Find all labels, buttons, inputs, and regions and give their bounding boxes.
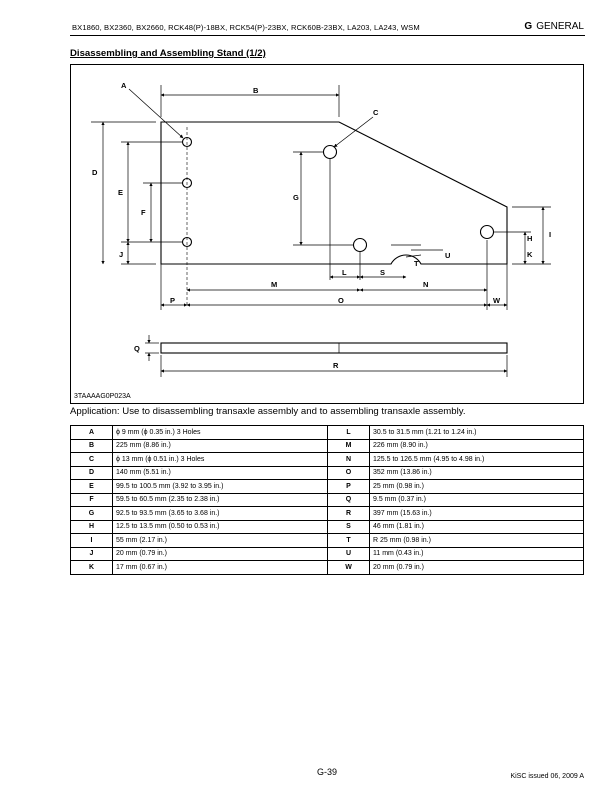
label-q: Q bbox=[134, 344, 140, 353]
spec-value: 55 mm (2.17 in.) bbox=[112, 533, 328, 548]
section-letter: G bbox=[524, 21, 533, 32]
stand-drawing: A B C D E F G H I J K L S T U M N P O W … bbox=[70, 64, 584, 404]
spec-value: 92.5 to 93.5 mm (3.65 to 3.68 in.) bbox=[112, 506, 328, 521]
large-hole bbox=[322, 144, 338, 160]
spec-value: 59.5 to 60.5 mm (2.35 to 2.38 in.) bbox=[112, 492, 328, 507]
large-hole bbox=[479, 224, 495, 240]
label-i: I bbox=[549, 230, 551, 239]
stand-drawing-svg: A B C D E F G H I J K L S T U M N P O W … bbox=[91, 81, 551, 377]
spec-value: 397 mm (15.63 in.) bbox=[369, 506, 584, 521]
spec-value: 25 mm (0.98 in.) bbox=[369, 479, 584, 494]
spec-value: 11 mm (0.43 in.) bbox=[369, 546, 584, 561]
spec-value: ϕ 9 mm (ϕ 0.35 in.) 3 Holes bbox=[112, 425, 328, 440]
spec-key: N bbox=[327, 452, 370, 467]
section-name: GENERAL bbox=[536, 21, 584, 32]
spec-key: W bbox=[327, 560, 370, 575]
plate-outline bbox=[160, 121, 508, 265]
label-j: J bbox=[119, 250, 123, 259]
spec-value: 226 mm (8.90 in.) bbox=[369, 438, 584, 453]
spec-key: K bbox=[70, 560, 113, 575]
figure-code: 3TAAAAG0P023A bbox=[74, 393, 131, 400]
header-model-list: BX1860, BX2360, BX2660, RCK48(P)-18BX, R… bbox=[72, 23, 420, 32]
spec-value: 99.5 to 100.5 mm (3.92 to 3.95 in.) bbox=[112, 479, 328, 494]
spec-value: 140 mm (5.51 in.) bbox=[112, 465, 328, 480]
spec-value: 20 mm (0.79 in.) bbox=[369, 560, 584, 575]
label-g: G bbox=[293, 193, 299, 202]
spec-key: C bbox=[70, 452, 113, 467]
spec-value: 46 mm (1.81 in.) bbox=[369, 519, 584, 534]
spec-value: 9.5 mm (0.37 in.) bbox=[369, 492, 584, 507]
spec-key: B bbox=[70, 438, 113, 453]
spec-key: O bbox=[327, 465, 370, 480]
spec-key: D bbox=[70, 465, 113, 480]
spec-value: ϕ 13 mm (ϕ 0.51 in.) 3 Holes bbox=[112, 452, 328, 467]
spec-key: U bbox=[327, 546, 370, 561]
spec-value: 30.5 to 31.5 mm (1.21 to 1.24 in.) bbox=[369, 425, 584, 440]
spec-key: T bbox=[327, 533, 370, 548]
spec-value: R 25 mm (0.98 in.) bbox=[369, 533, 584, 548]
spec-key: A bbox=[70, 425, 113, 440]
spec-key: F bbox=[70, 492, 113, 507]
spec-key: P bbox=[327, 479, 370, 494]
spec-key: J bbox=[70, 546, 113, 561]
large-hole bbox=[352, 237, 368, 253]
spec-key: M bbox=[327, 438, 370, 453]
application-text: Application: Use to disassembling transa… bbox=[70, 406, 466, 417]
spec-key: E bbox=[70, 479, 113, 494]
spec-key: I bbox=[70, 533, 113, 548]
side-view bbox=[160, 342, 508, 354]
spec-key: Q bbox=[327, 492, 370, 507]
header-rule bbox=[70, 35, 585, 36]
spec-value: 12.5 to 13.5 mm (0.50 to 0.53 in.) bbox=[112, 519, 328, 534]
label-k: K bbox=[527, 250, 533, 259]
label-t: T bbox=[414, 259, 419, 268]
spec-key: S bbox=[327, 519, 370, 534]
issue-note: KiSC issued 06, 2009 A bbox=[510, 773, 584, 780]
spec-value: 125.5 to 126.5 mm (4.95 to 4.98 in.) bbox=[369, 452, 584, 467]
spec-key: R bbox=[327, 506, 370, 521]
label-e: E bbox=[118, 188, 123, 197]
label-u: U bbox=[445, 251, 450, 260]
spec-value: 17 mm (0.67 in.) bbox=[112, 560, 328, 575]
label-m: M bbox=[271, 280, 277, 289]
label-f: F bbox=[141, 208, 146, 217]
page-number: G-39 bbox=[316, 767, 337, 777]
label-b: B bbox=[253, 86, 259, 95]
label-h: H bbox=[527, 234, 532, 243]
spec-value: 352 mm (13.86 in.) bbox=[369, 465, 584, 480]
page-title: Disassembling and Assembling Stand (1/2) bbox=[70, 48, 266, 59]
spec-key: G bbox=[70, 506, 113, 521]
label-c: C bbox=[373, 108, 379, 117]
label-l: L bbox=[342, 268, 347, 277]
label-d: D bbox=[92, 168, 98, 177]
label-o: O bbox=[338, 296, 344, 305]
label-a: A bbox=[121, 81, 127, 90]
label-w: W bbox=[493, 296, 501, 305]
spec-value: 20 mm (0.79 in.) bbox=[112, 546, 328, 561]
label-r: R bbox=[333, 361, 339, 370]
spec-key: L bbox=[327, 425, 370, 440]
label-n: N bbox=[423, 280, 428, 289]
spec-value: 225 mm (8.86 in.) bbox=[112, 438, 328, 453]
label-s: S bbox=[380, 268, 385, 277]
spec-key: H bbox=[70, 519, 113, 534]
label-p: P bbox=[170, 296, 175, 305]
